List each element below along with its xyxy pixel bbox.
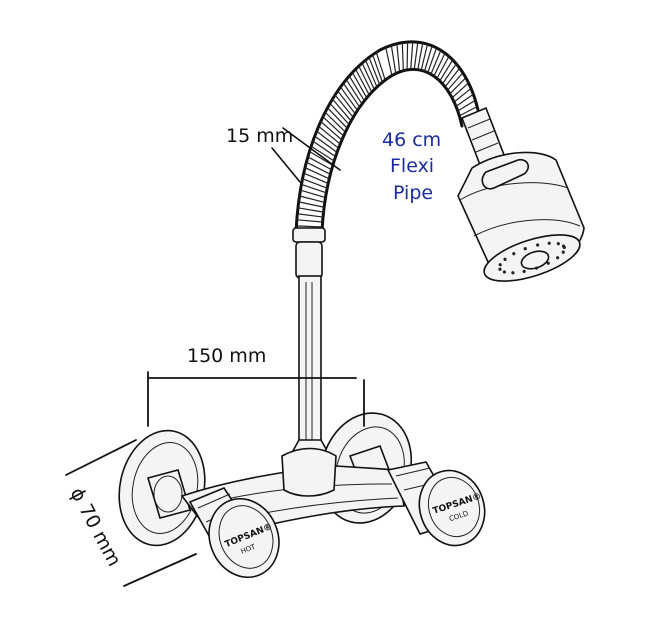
pipe-type-label: Flexi	[390, 155, 434, 177]
hose-ribs	[296, 41, 479, 228]
hose-rib	[375, 52, 386, 81]
hose-rib	[324, 111, 346, 133]
hose-rib	[310, 145, 335, 162]
hose-rib	[329, 103, 350, 125]
hose-rib	[420, 44, 429, 71]
hose-rib	[320, 121, 343, 141]
hose-rib	[327, 107, 348, 129]
nozzle-dot	[511, 271, 515, 275]
nozzle-dot	[556, 256, 560, 260]
inlet-spacing-label: 150 mm	[187, 345, 266, 367]
nozzle-dot	[561, 244, 566, 248]
hose-rib	[401, 42, 404, 71]
hose-rib	[355, 68, 370, 96]
hose-rib	[451, 82, 469, 99]
hose-rib	[442, 63, 457, 85]
hose-rib	[365, 59, 378, 88]
hose-rib	[309, 150, 334, 166]
hose-rib	[314, 135, 338, 153]
hose-rib	[340, 86, 359, 111]
nozzle-dot	[523, 247, 527, 251]
hose-rib	[457, 99, 476, 112]
hose-rib	[300, 189, 326, 199]
hose-rib	[436, 56, 450, 79]
hose-rib	[332, 98, 352, 122]
hose-rib	[297, 207, 324, 213]
hose-rib	[306, 161, 331, 175]
hose-rib	[345, 79, 363, 105]
hose-rib	[351, 72, 368, 99]
flexi-pipe-note: 46 cm Flexi Pipe	[382, 129, 441, 204]
hose-rib	[312, 140, 336, 158]
spray-head	[457, 106, 585, 282]
hose-rib	[302, 178, 328, 189]
hose-rib	[322, 116, 345, 137]
hose-rib	[453, 87, 472, 103]
cold-handle[interactable]: TOPSAN® COLD	[386, 461, 494, 554]
nozzle-dot	[502, 270, 507, 274]
hose-rib	[318, 125, 341, 145]
nozzle-dot	[522, 269, 526, 274]
hose-diameter-dimension: 15 mm	[226, 125, 341, 183]
hose-rib	[410, 41, 414, 70]
riser-pipe	[288, 227, 332, 457]
hose-rib	[307, 156, 332, 171]
hose-rib	[417, 42, 424, 70]
hose-rib	[449, 77, 467, 95]
nozzle-dot	[498, 267, 502, 271]
nozzle-dot	[503, 257, 507, 261]
hose-rib	[348, 75, 365, 102]
hose-rib	[430, 50, 442, 75]
pipe-word-label: Pipe	[393, 182, 433, 204]
hose-rib	[439, 59, 454, 82]
flange-diameter-label: ϕ 70 mm	[66, 484, 126, 570]
hose-rib	[334, 94, 354, 118]
nozzle-dot	[546, 261, 550, 265]
hose-rib	[396, 43, 401, 72]
hose-rib	[433, 52, 446, 77]
hose-rib	[423, 45, 433, 72]
hose-rib	[372, 54, 383, 83]
hose-rib	[361, 62, 375, 90]
inlet-spacing-dimension: 150 mm	[147, 345, 365, 427]
hose-rib	[459, 106, 478, 117]
nozzle-dot	[512, 252, 516, 256]
hose-rib	[385, 47, 393, 76]
hose-rib	[444, 67, 461, 88]
hose-rib	[316, 130, 339, 149]
hose-rib	[427, 47, 438, 73]
hose-rib	[337, 90, 356, 115]
hose-rib	[368, 57, 381, 85]
nozzle-dot	[556, 242, 560, 246]
hose-rib	[296, 225, 323, 228]
left-wall-flange	[118, 429, 206, 547]
nozzle-dot	[498, 263, 502, 267]
hose-rib	[455, 93, 474, 107]
spray-nozzles	[498, 241, 566, 275]
flexi-hose	[294, 40, 482, 234]
hose-rib	[296, 219, 323, 223]
nozzle-dot	[534, 266, 539, 270]
hose-rib	[304, 167, 330, 180]
nozzle-dot	[547, 241, 551, 245]
hose-rib	[342, 82, 361, 108]
pipe-length-label: 46 cm	[382, 129, 441, 151]
hose-rib	[447, 72, 464, 91]
hose-rib	[297, 213, 324, 218]
nozzle-dot	[561, 250, 565, 254]
hose-rib	[413, 42, 419, 70]
hose-rib	[358, 65, 373, 93]
nozzle-dot	[536, 243, 540, 247]
hose-rib	[299, 195, 325, 203]
hose-rib	[301, 183, 327, 194]
hose-rib	[390, 45, 397, 74]
hose-diameter-label: 15 mm	[226, 125, 293, 147]
hose-rib	[298, 201, 325, 208]
hot-handle[interactable]: TOPSAN® HOT	[188, 487, 291, 588]
hose-rib	[303, 172, 329, 185]
hose-rib	[406, 41, 409, 70]
